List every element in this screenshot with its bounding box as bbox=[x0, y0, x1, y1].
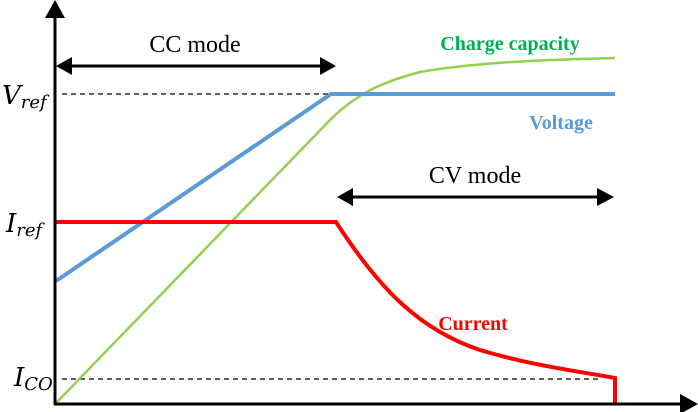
cc-arrow-right-icon bbox=[320, 57, 336, 75]
cv-mode-label: CV mode bbox=[429, 163, 521, 189]
current-label: Current bbox=[438, 313, 508, 335]
v-ref-sub: ref bbox=[21, 92, 50, 113]
charge-capacity-curve bbox=[55, 56, 616, 404]
i-ref-main: I bbox=[5, 209, 17, 239]
i-co-label: ICO bbox=[13, 363, 53, 395]
charge-capacity-label: Charge capacity bbox=[440, 33, 579, 55]
i-ref-label: Iref bbox=[5, 209, 46, 241]
x-axis-arrow-icon bbox=[680, 394, 698, 412]
y-axis-arrow-icon bbox=[45, 0, 65, 18]
cv-arrow-right-icon bbox=[597, 188, 614, 206]
i-ref-sub: ref bbox=[16, 220, 45, 241]
voltage-label: Voltage bbox=[529, 112, 593, 134]
v-ref-main: V bbox=[2, 81, 23, 111]
cc-arrow-left-icon bbox=[56, 57, 72, 75]
current-curve bbox=[56, 220, 617, 404]
v-ref-label: Vref bbox=[2, 81, 50, 113]
cv-arrow-left-icon bbox=[337, 188, 353, 206]
cc-mode-label: CC mode bbox=[149, 32, 240, 58]
i-co-main: I bbox=[13, 363, 25, 393]
voltage-curve bbox=[54, 92, 615, 283]
i-co-sub: CO bbox=[24, 374, 53, 395]
